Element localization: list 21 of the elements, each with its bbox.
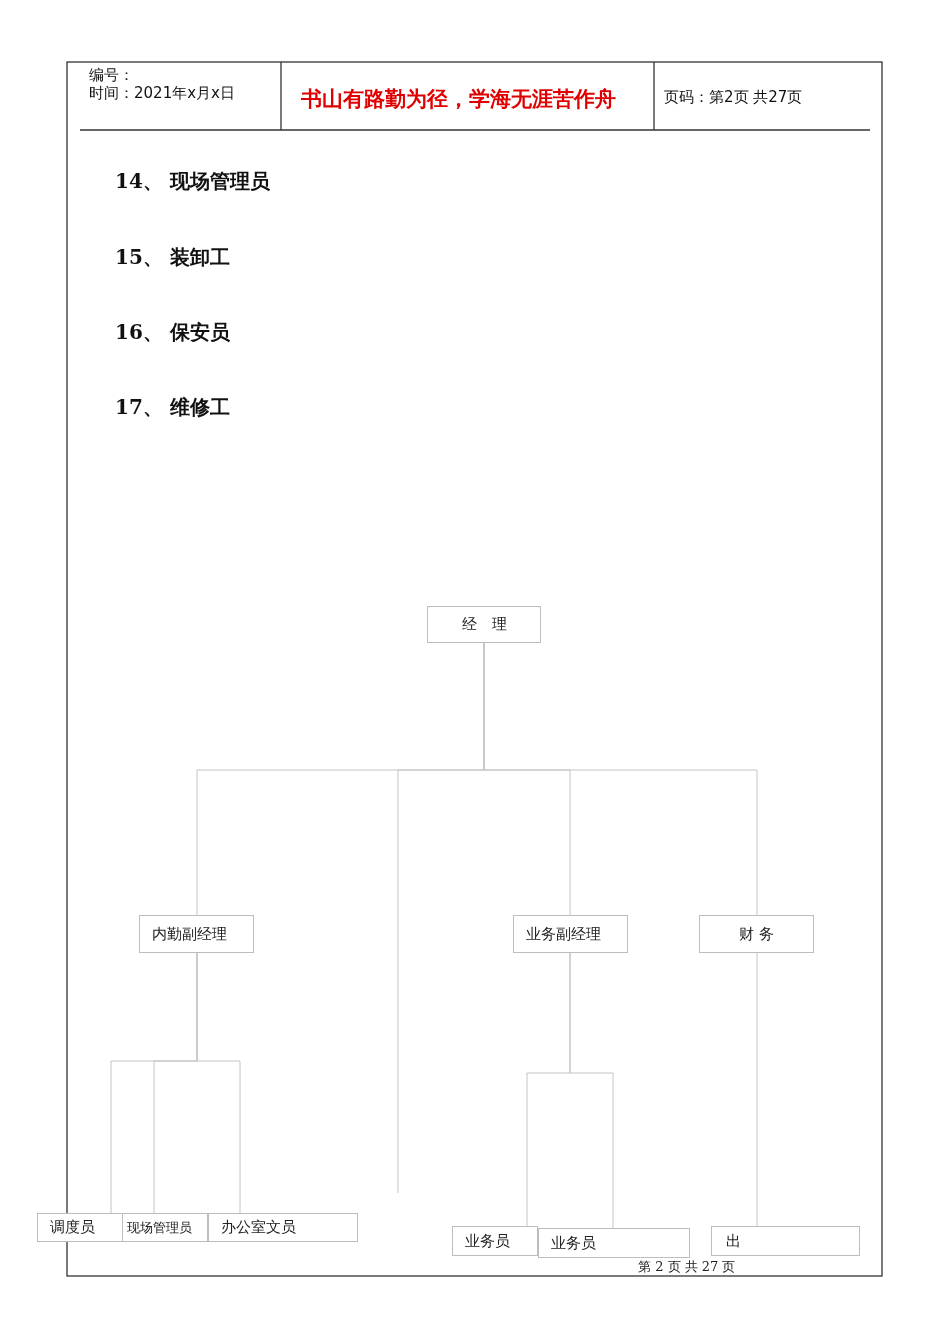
connector-line bbox=[569, 952, 614, 1229]
org-box: 办公室文员 bbox=[208, 1213, 358, 1242]
list-item: 17、 维修工 bbox=[115, 394, 230, 421]
org-box: 业务员 bbox=[538, 1228, 690, 1258]
header-text: 时间：2021年x月x日 bbox=[89, 84, 235, 103]
org-box: 财 务 bbox=[699, 915, 814, 953]
list-item: 15、 装卸工 bbox=[115, 244, 230, 271]
motto-text: 书山有路勤为径，学海无涯苦作舟 bbox=[301, 85, 616, 113]
org-box: 出 bbox=[711, 1226, 860, 1256]
connector-line bbox=[196, 952, 241, 1214]
org-box: 经 理 bbox=[427, 606, 541, 643]
header-text: 编号： bbox=[89, 66, 134, 85]
list-item: 14、 现场管理员 bbox=[115, 168, 270, 195]
page-number: 页码：第2页 共27页 bbox=[664, 88, 803, 107]
org-box: 业务员 bbox=[452, 1226, 538, 1256]
org-box: 现场管理员 bbox=[122, 1213, 208, 1242]
list-item: 16、 保安员 bbox=[115, 319, 230, 346]
page-footer: 第 2 页 共 27 页 bbox=[638, 1258, 736, 1276]
org-box: 调度员 bbox=[37, 1213, 123, 1242]
org-box: 业务副经理 bbox=[513, 915, 628, 953]
org-box: 内勤副经理 bbox=[139, 915, 254, 953]
